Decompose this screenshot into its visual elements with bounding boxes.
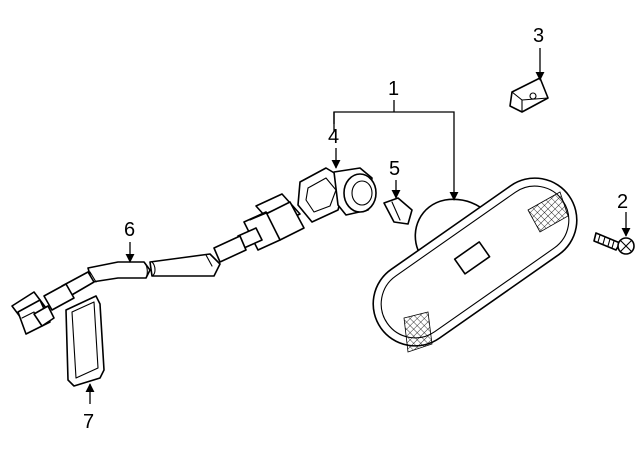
callout-5: 5: [389, 158, 400, 180]
callout-4: 4: [328, 126, 339, 148]
callout-1: 1: [388, 78, 399, 100]
callout-3: 3: [533, 25, 544, 47]
callout-7: 7: [83, 411, 94, 433]
callout-labels: 1 2 3 4 5 6 7: [83, 25, 628, 433]
screw: [593, 232, 635, 255]
leader-lines: [85, 48, 631, 404]
bulb-socket: [297, 167, 377, 223]
lamp-housing: [372, 177, 578, 353]
gasket-pad: [65, 295, 105, 387]
callout-2: 2: [617, 191, 628, 213]
bracket-clip: [509, 77, 549, 113]
wedge-bulb: [383, 197, 413, 225]
callout-6: 6: [124, 219, 135, 241]
wiring-harness: [11, 193, 305, 335]
